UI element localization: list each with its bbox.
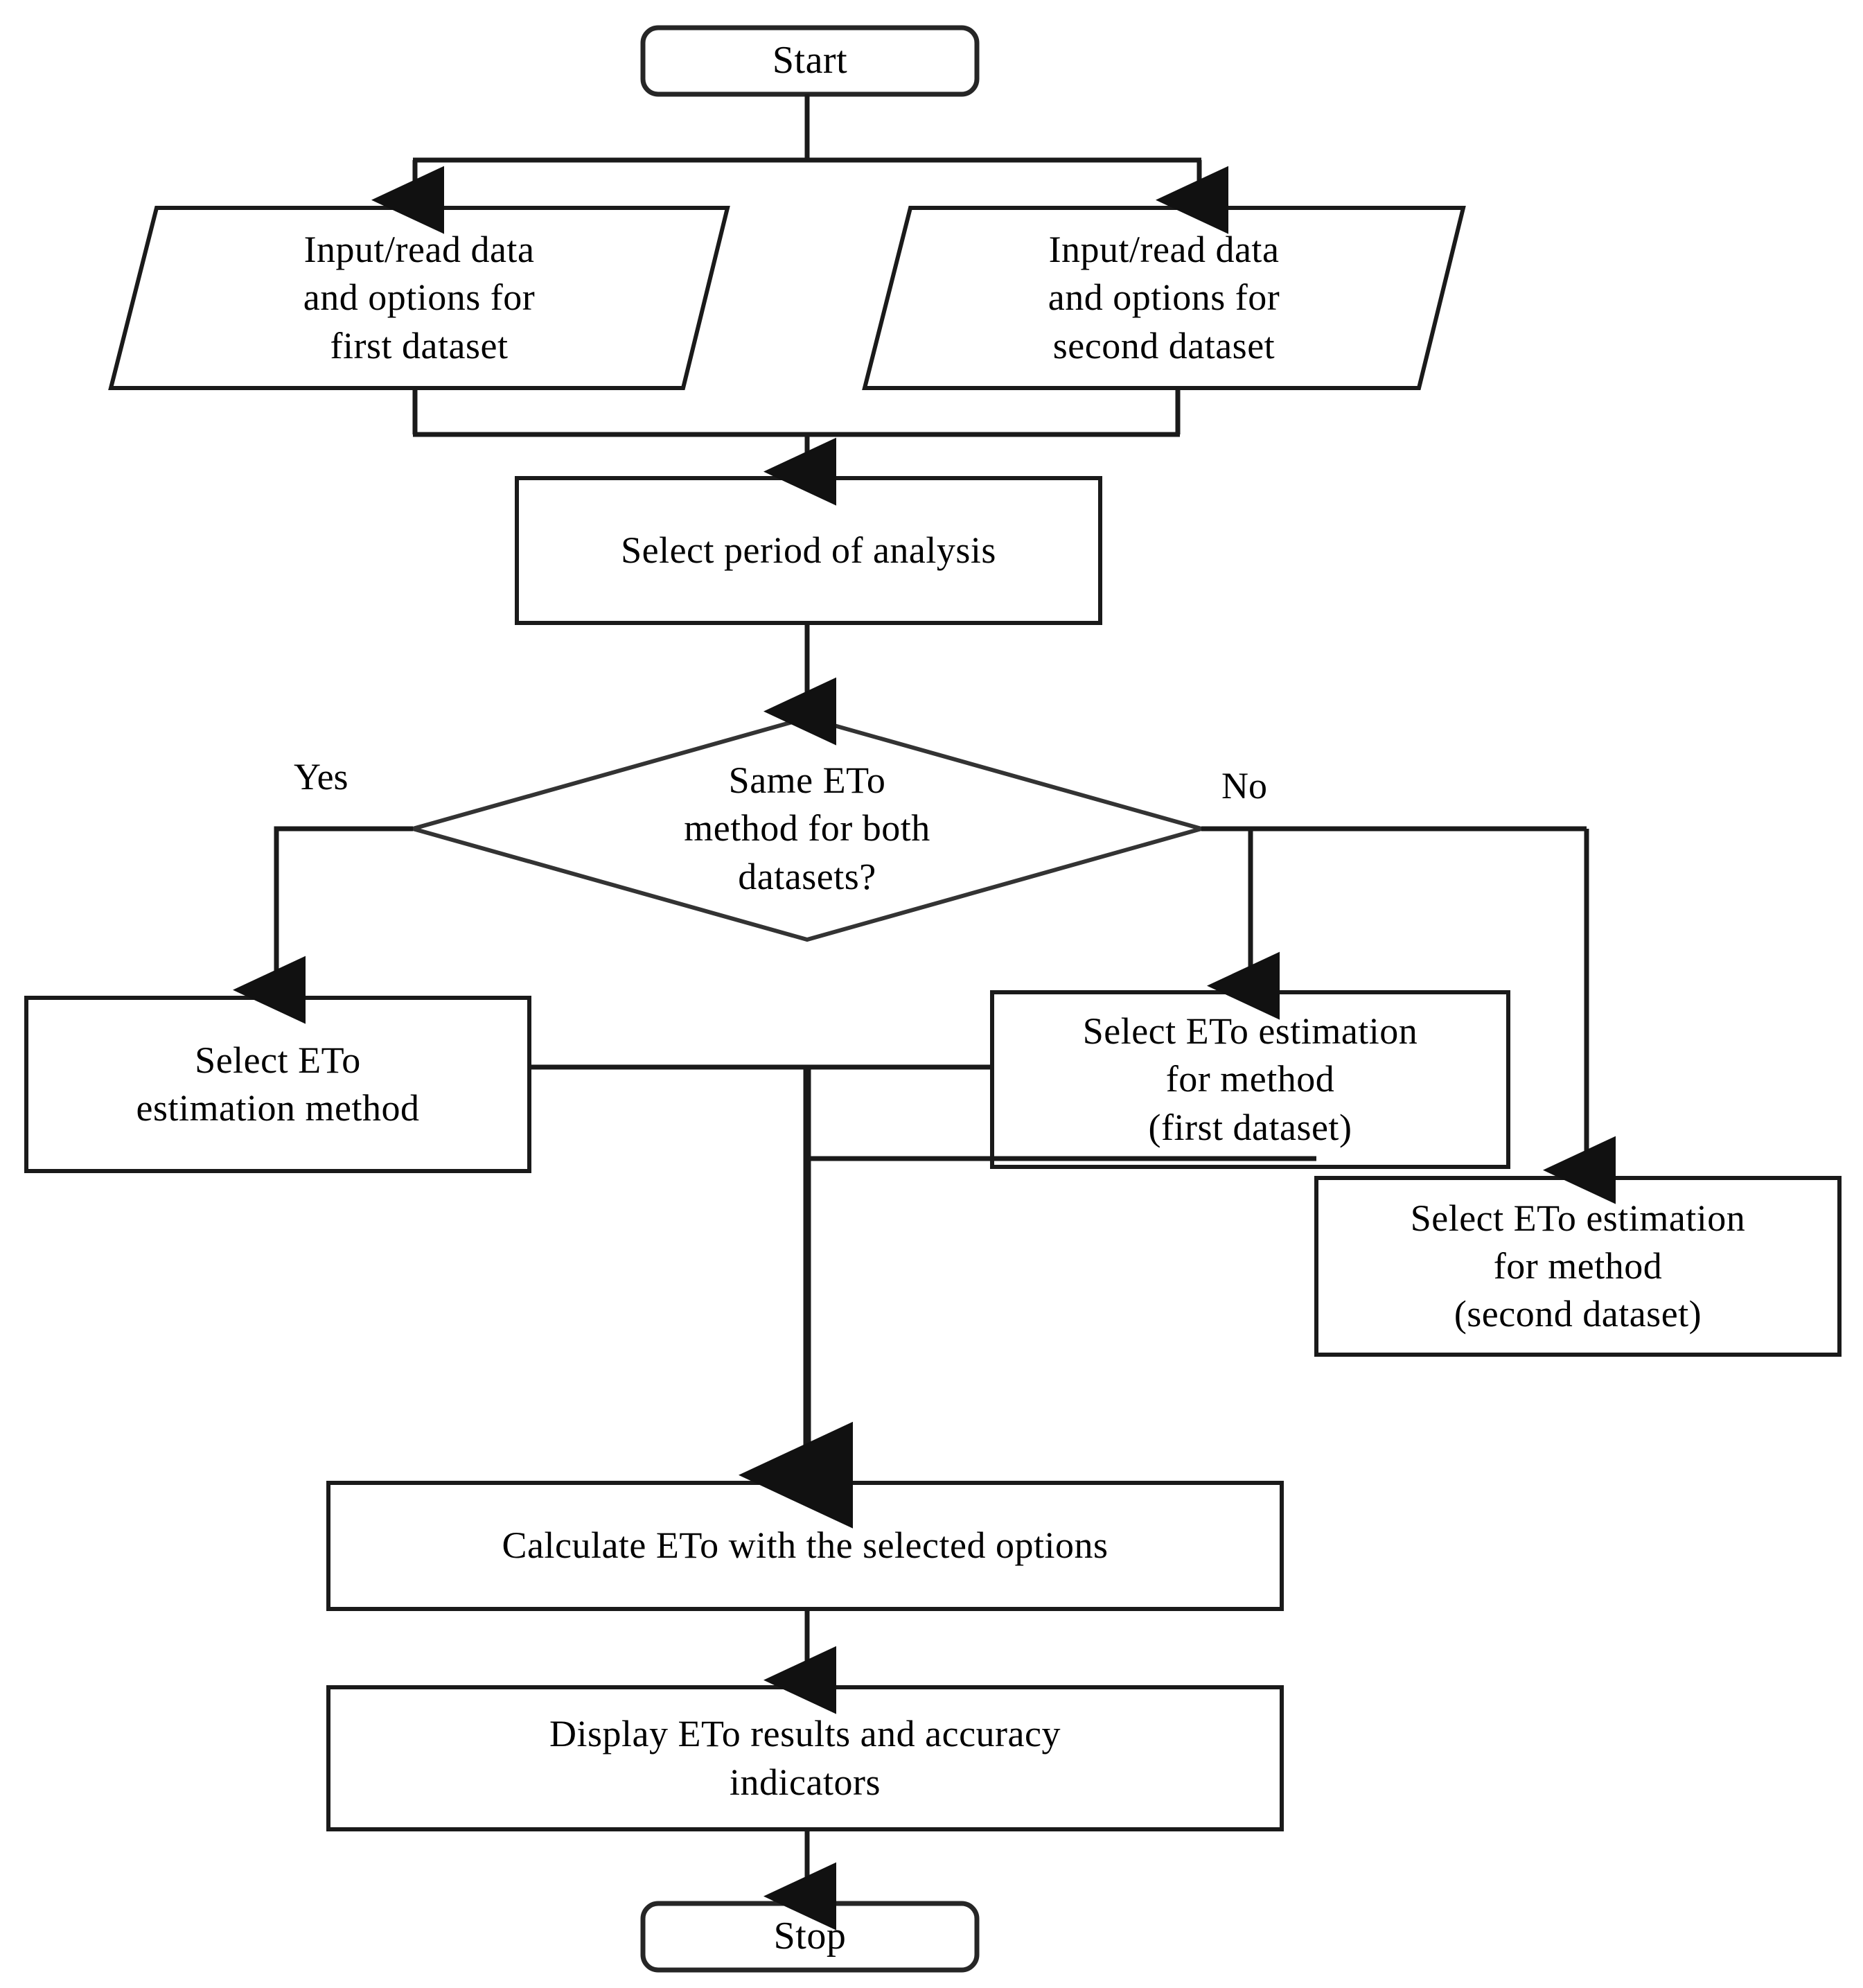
- node-shape-select-period: [515, 476, 1102, 625]
- node-shape-input-first: [108, 206, 730, 390]
- edge-decision-yes: [233, 826, 413, 1024]
- node-shape-calculate: [326, 1481, 1284, 1611]
- node-shape-select-method-second: [1314, 1176, 1842, 1357]
- node-shape-decision: [405, 715, 1210, 942]
- node-shape-display: [326, 1685, 1284, 1831]
- node-shape-start: [640, 25, 980, 97]
- node-shape-select-method-common: [24, 996, 531, 1173]
- branch-label-yes: Yes: [294, 756, 348, 798]
- branch-label-no: No: [1221, 765, 1267, 807]
- node-shape-input-second: [862, 206, 1466, 390]
- node-shape-select-method-first: [990, 990, 1510, 1169]
- node-shape-stop: [640, 1901, 980, 1973]
